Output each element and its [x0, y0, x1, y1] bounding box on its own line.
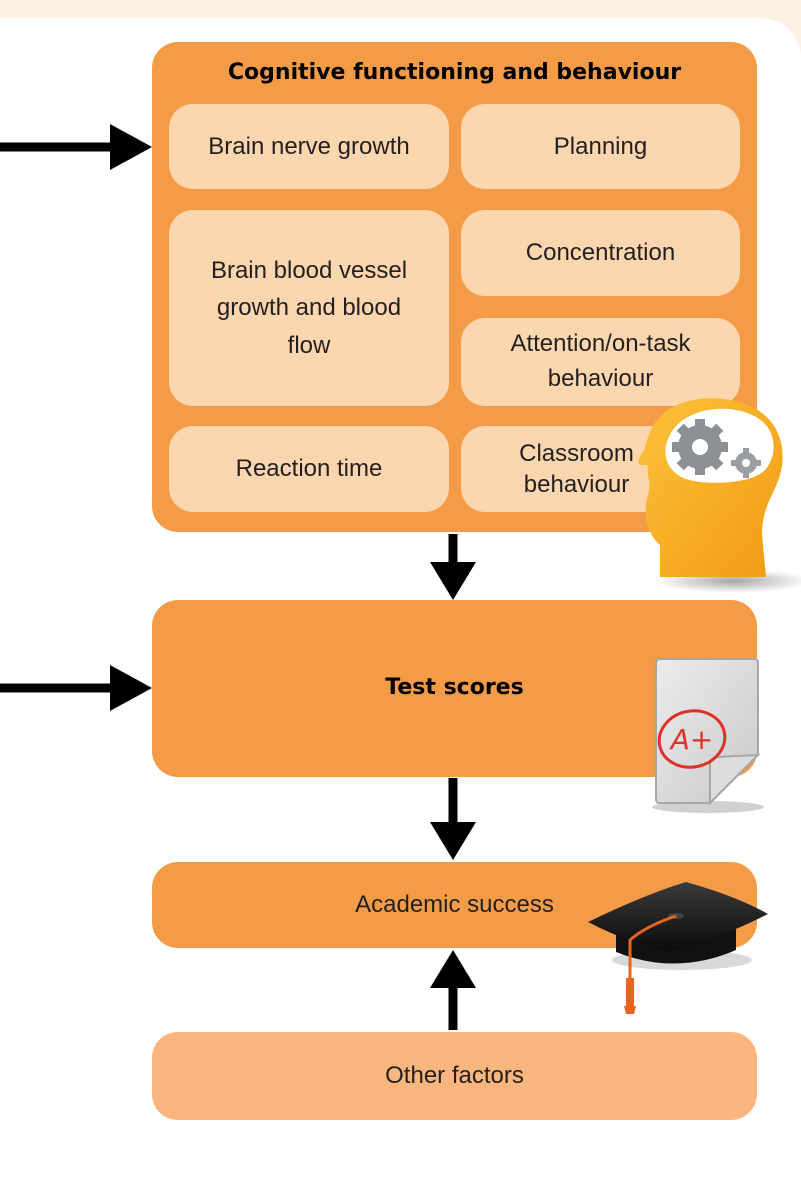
cognitive-functioning-title: Cognitive functioning and behaviour [227, 60, 682, 85]
incoming-arrow-cognitive [0, 124, 152, 170]
attention-box: Attention/on-task behaviour [461, 318, 740, 406]
brain-blood-vessel-box: Brain blood vessel growth and blood flow [169, 210, 449, 406]
other-factors-label: Other factors [385, 1062, 524, 1090]
brain-blood-vessel-label: Brain blood vessel growth and blood flow [210, 257, 408, 359]
classroom-behaviour-label: Classroom behaviour [519, 439, 634, 498]
cognitive-functioning-box: Cognitive functioning and behaviour Brai… [152, 42, 757, 532]
brain-nerve-growth-box: Brain nerve growth [169, 104, 449, 189]
graded-paper-icon: A+ [652, 658, 764, 813]
arrow-cognitive-to-test-scores [430, 534, 476, 600]
attention-label: Attention/on-task behaviour [510, 330, 691, 392]
head-gears-icon [638, 398, 801, 593]
incoming-arrow-test-scores [0, 665, 152, 711]
test-scores-label: Test scores [385, 675, 524, 701]
concentration-label: Concentration [525, 239, 676, 267]
other-factors-box: Other factors [152, 1032, 757, 1120]
arrow-other-factors-to-academic-success [430, 950, 476, 1030]
concentration-box: Concentration [461, 210, 740, 296]
academic-success-label: Academic success [355, 891, 554, 919]
brain-nerve-growth-label: Brain nerve growth [208, 132, 410, 160]
planning-label: Planning [553, 132, 648, 160]
reaction-time-label: Reaction time [235, 455, 383, 483]
reaction-time-box: Reaction time [169, 426, 449, 512]
grade-mark: A+ [669, 723, 714, 756]
arrow-test-scores-to-academic-success [430, 778, 476, 860]
planning-box: Planning [461, 104, 740, 189]
graduation-cap-icon [588, 882, 768, 1014]
